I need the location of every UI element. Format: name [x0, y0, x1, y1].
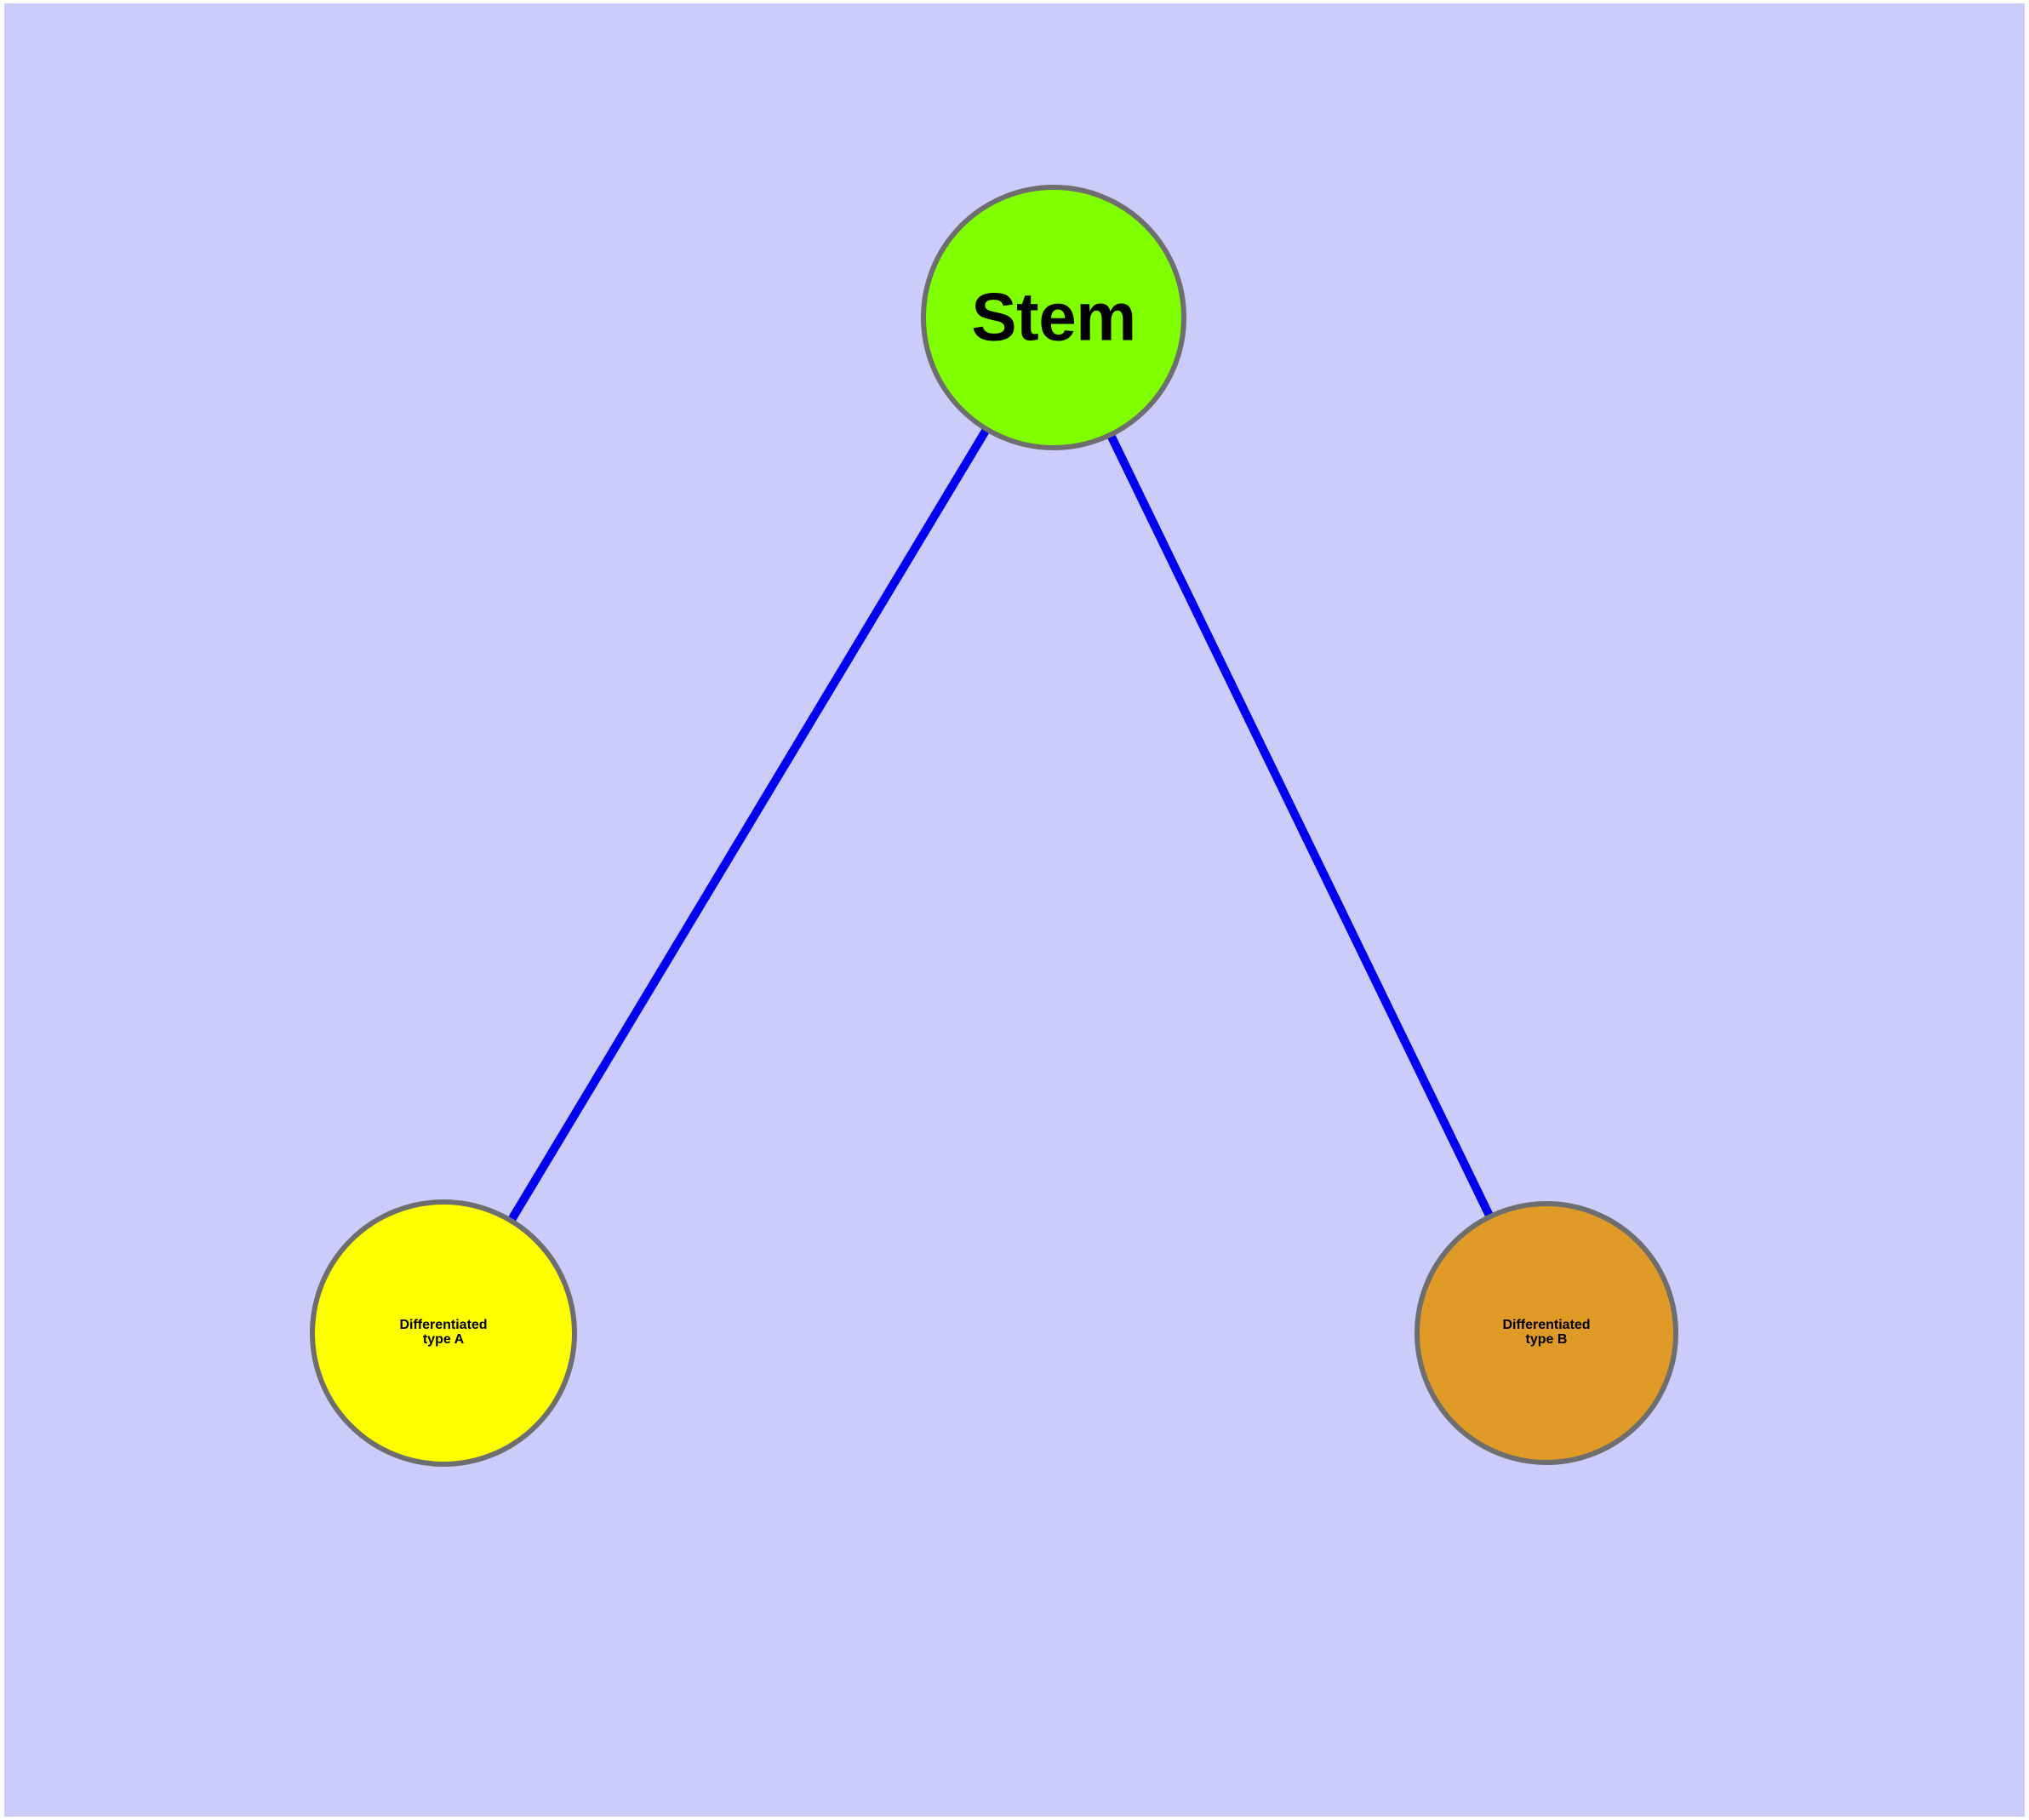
nodes-group: [310, 185, 1678, 1467]
edge-stem-diff-a: [508, 428, 990, 1222]
node-circle-diff-a[interactable]: [310, 1199, 577, 1467]
node-circle-diff-b[interactable]: [1415, 1201, 1678, 1465]
edges-group: [508, 428, 1494, 1222]
edge-stem-diff-b: [1107, 434, 1494, 1217]
node-circle-stem[interactable]: [921, 185, 1186, 450]
